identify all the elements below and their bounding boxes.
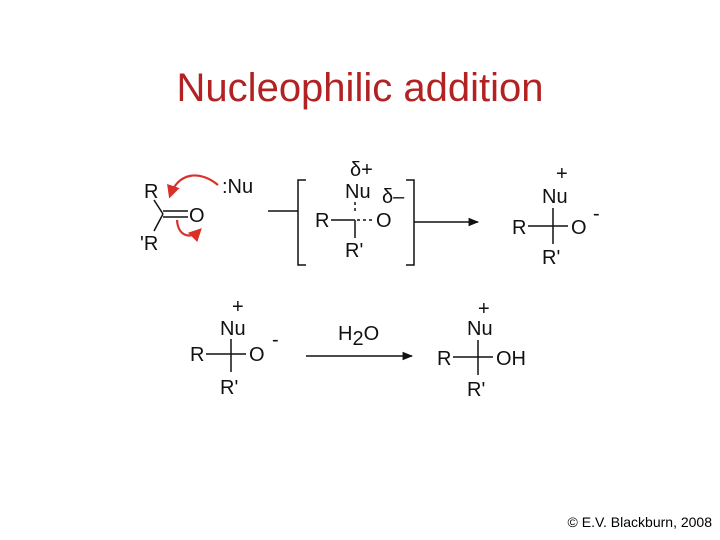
plus-charge-label: +: [232, 296, 244, 318]
left-bracket: [297, 179, 306, 266]
ts-r-label: R: [315, 210, 329, 232]
plus-charge-label: +: [478, 298, 490, 320]
transition-state: δ+ Nu δ– R O R': [268, 159, 415, 266]
product-nu-label: Nu: [542, 186, 568, 208]
product-o-label: O: [571, 217, 587, 239]
reactant-o-label: O: [249, 344, 265, 366]
ts-nu-label: Nu: [345, 181, 371, 203]
alkoxide-intermediate: + Nu R O - R': [512, 163, 600, 269]
alcohol-r-prime-label: R': [467, 379, 485, 401]
alkoxide-reactant: + Nu R O - R': [190, 296, 279, 399]
reactant-r-prime-label: R': [220, 377, 238, 399]
pi-bond-shift-arrow: [175, 219, 202, 243]
alcohol-nu-label: Nu: [467, 318, 493, 340]
alcohol-oh-label: OH: [496, 348, 526, 370]
reagent-h-label: H2O: [338, 323, 379, 350]
copyright-credit: © E.V. Blackburn, 2008: [567, 514, 712, 530]
product-r-prime-label: R': [542, 247, 560, 269]
delta-minus-label: δ–: [382, 186, 405, 208]
ts-r-prime-label: R': [345, 240, 363, 262]
minus-charge-label: -: [272, 329, 279, 351]
product-r-label: R: [512, 217, 526, 239]
right-bracket: [406, 179, 415, 266]
alcohol-r-label: R: [437, 348, 451, 370]
ts-o-label: O: [376, 210, 392, 232]
water-reagent: H2O: [338, 323, 379, 350]
carbonyl-reactant: R 'R O :Nu: [140, 174, 253, 255]
bond-r-top: [153, 199, 164, 215]
plus-charge-label: +: [556, 163, 568, 185]
delta-plus-label: δ+: [350, 159, 373, 181]
oxygen-label: O: [189, 205, 205, 227]
alcohol-product: + Nu R OH R': [437, 298, 526, 401]
nucleophile-attack-arrow: [167, 174, 219, 199]
reactant-r-label: R: [190, 344, 204, 366]
minus-charge-label: -: [593, 203, 600, 225]
slide-title: Nucleophilic addition: [176, 66, 544, 110]
r-top-label: R: [144, 181, 158, 203]
bond-r-bottom: [153, 213, 164, 232]
reactant-nu-label: Nu: [220, 318, 246, 340]
r-bottom-label: 'R: [140, 233, 158, 255]
nucleophile-label: :Nu: [222, 176, 253, 198]
